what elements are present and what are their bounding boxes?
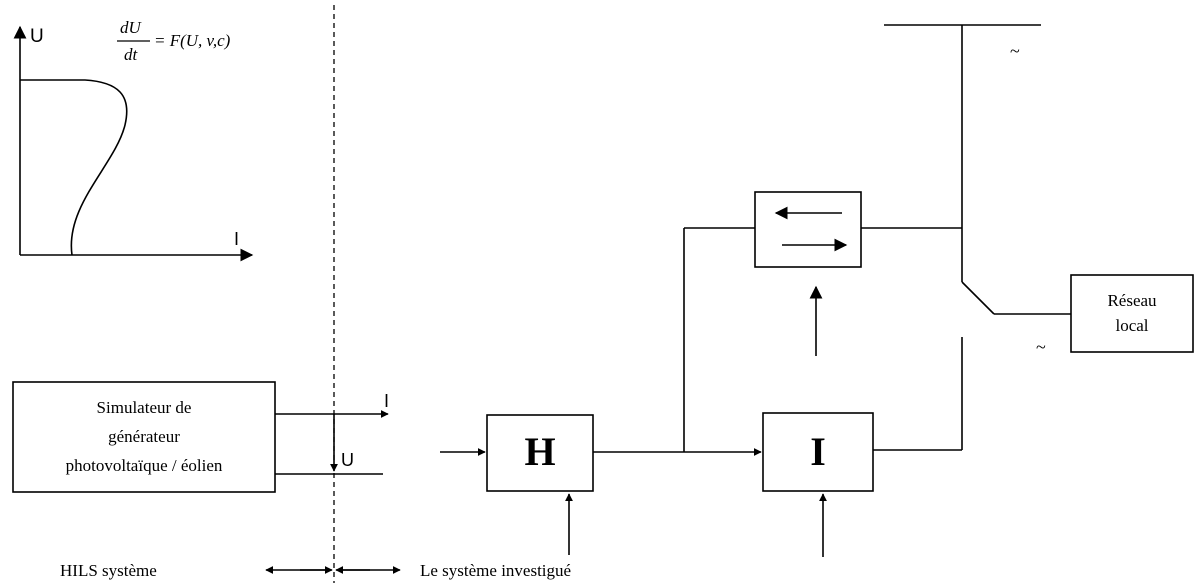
x-axis-label: I: [234, 229, 239, 249]
local-grid-label-line1: Réseau: [1107, 291, 1157, 310]
switch-blade: [961, 281, 995, 315]
equation-rhs: = F(U, v,c): [154, 31, 231, 50]
equation: dU dt = F(U, v,c): [117, 18, 231, 64]
characteristic-curve: [20, 79, 128, 256]
bidirectional-converter: [754, 191, 862, 268]
h-block: [486, 414, 594, 492]
i-block: [762, 412, 874, 492]
hils-system-label: HILS système: [60, 561, 157, 580]
voltage-label: U: [341, 450, 354, 470]
current-label: I: [384, 391, 389, 411]
simulator-line3: photovoltaïque / éolien: [66, 456, 223, 475]
simulator-line1: Simulateur de: [97, 398, 192, 417]
h-block-label: H: [524, 429, 555, 474]
simulator-line2: générateur: [108, 427, 180, 446]
equation-numerator: dU: [120, 18, 143, 37]
ac-symbol-top: ~: [1010, 41, 1020, 61]
i-block-label: I: [810, 429, 826, 474]
ac-symbol-bottom: ~: [1036, 337, 1046, 357]
ui-characteristic-graph: U I: [13, 25, 254, 262]
simulator-box: [12, 381, 276, 493]
investigated-system-label: Le système investigué: [420, 561, 571, 580]
y-axis-label: U: [30, 26, 44, 47]
local-grid-label-line2: local: [1115, 316, 1148, 335]
simulator-block: Simulateur de générateur photovoltaïque …: [12, 381, 276, 493]
equation-denominator: dt: [124, 45, 139, 64]
local-grid-box: [1070, 274, 1194, 353]
